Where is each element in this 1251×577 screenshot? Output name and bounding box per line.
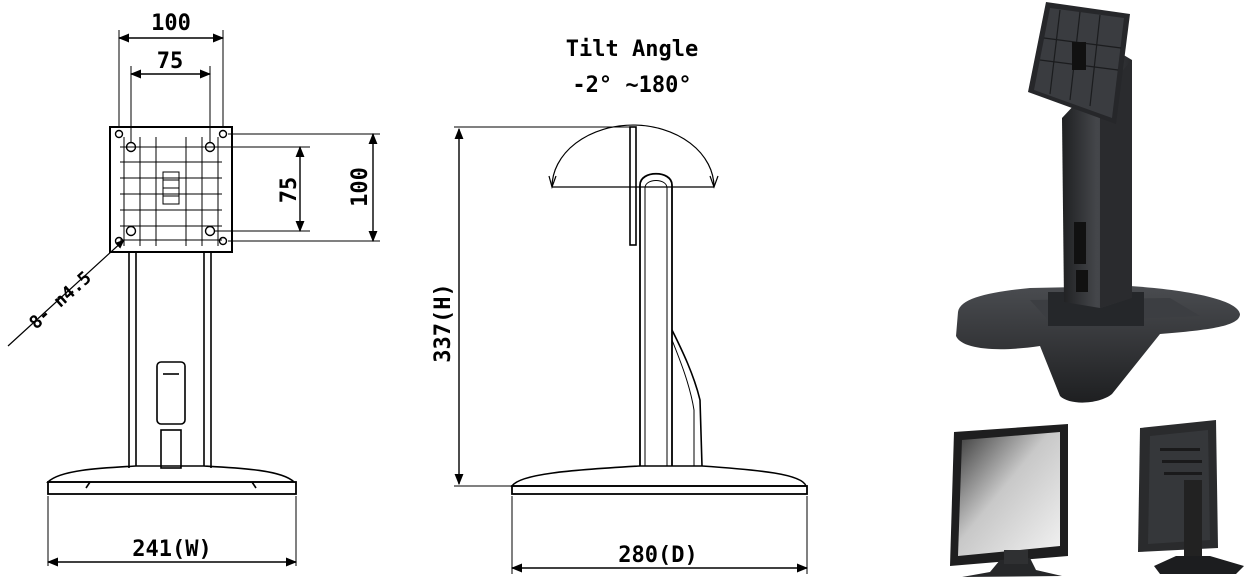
hole-callout-label: 8- n4.5 [25,267,95,333]
dim-outer-width-label: 100 [151,11,191,36]
front-view-drawing [7,30,380,567]
tilt-angle-title: Tilt Angle [566,37,698,62]
side-view-drawing [454,124,809,574]
dim-inner-width-label: 75 [157,49,184,74]
dim-outer-height-label: 100 [348,167,373,207]
dim-inner-height-label: 75 [277,177,302,204]
height-label: 337(H) [431,283,456,362]
base-width-label: 241(W) [132,537,211,562]
monitor-back-photo [1138,420,1244,574]
monitor-front-photo [950,424,1068,577]
base-depth-label: 280(D) [618,543,697,568]
side-view-labels: Tilt Angle -2° ~180° 337(H) 280(D) [431,37,698,568]
stand-photo [956,2,1240,403]
tilt-angle-range: -2° ~180° [572,73,691,98]
front-view-labels: 100 75 75 100 8- n4.5 241(W) [25,11,373,562]
